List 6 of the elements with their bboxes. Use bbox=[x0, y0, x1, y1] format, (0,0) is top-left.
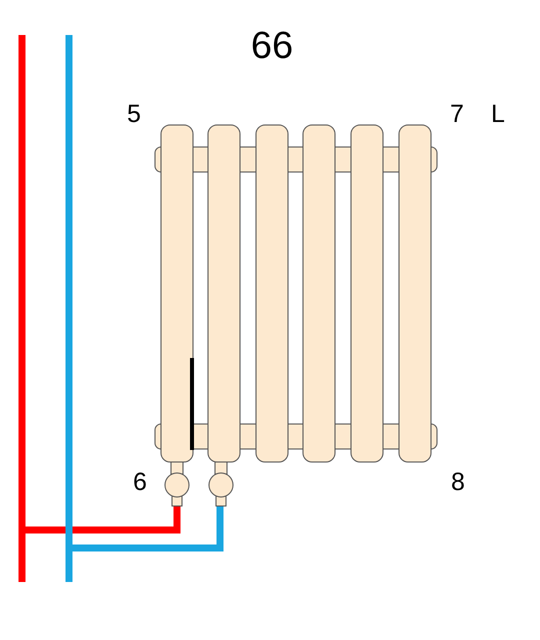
connection-label: 7 bbox=[450, 102, 464, 127]
connection-label: 5 bbox=[127, 102, 141, 127]
connection-label: 6 bbox=[133, 470, 147, 495]
connection-label: 8 bbox=[451, 470, 465, 495]
connection-label: L bbox=[491, 102, 505, 127]
scheme-number: 66 bbox=[250, 27, 294, 65]
